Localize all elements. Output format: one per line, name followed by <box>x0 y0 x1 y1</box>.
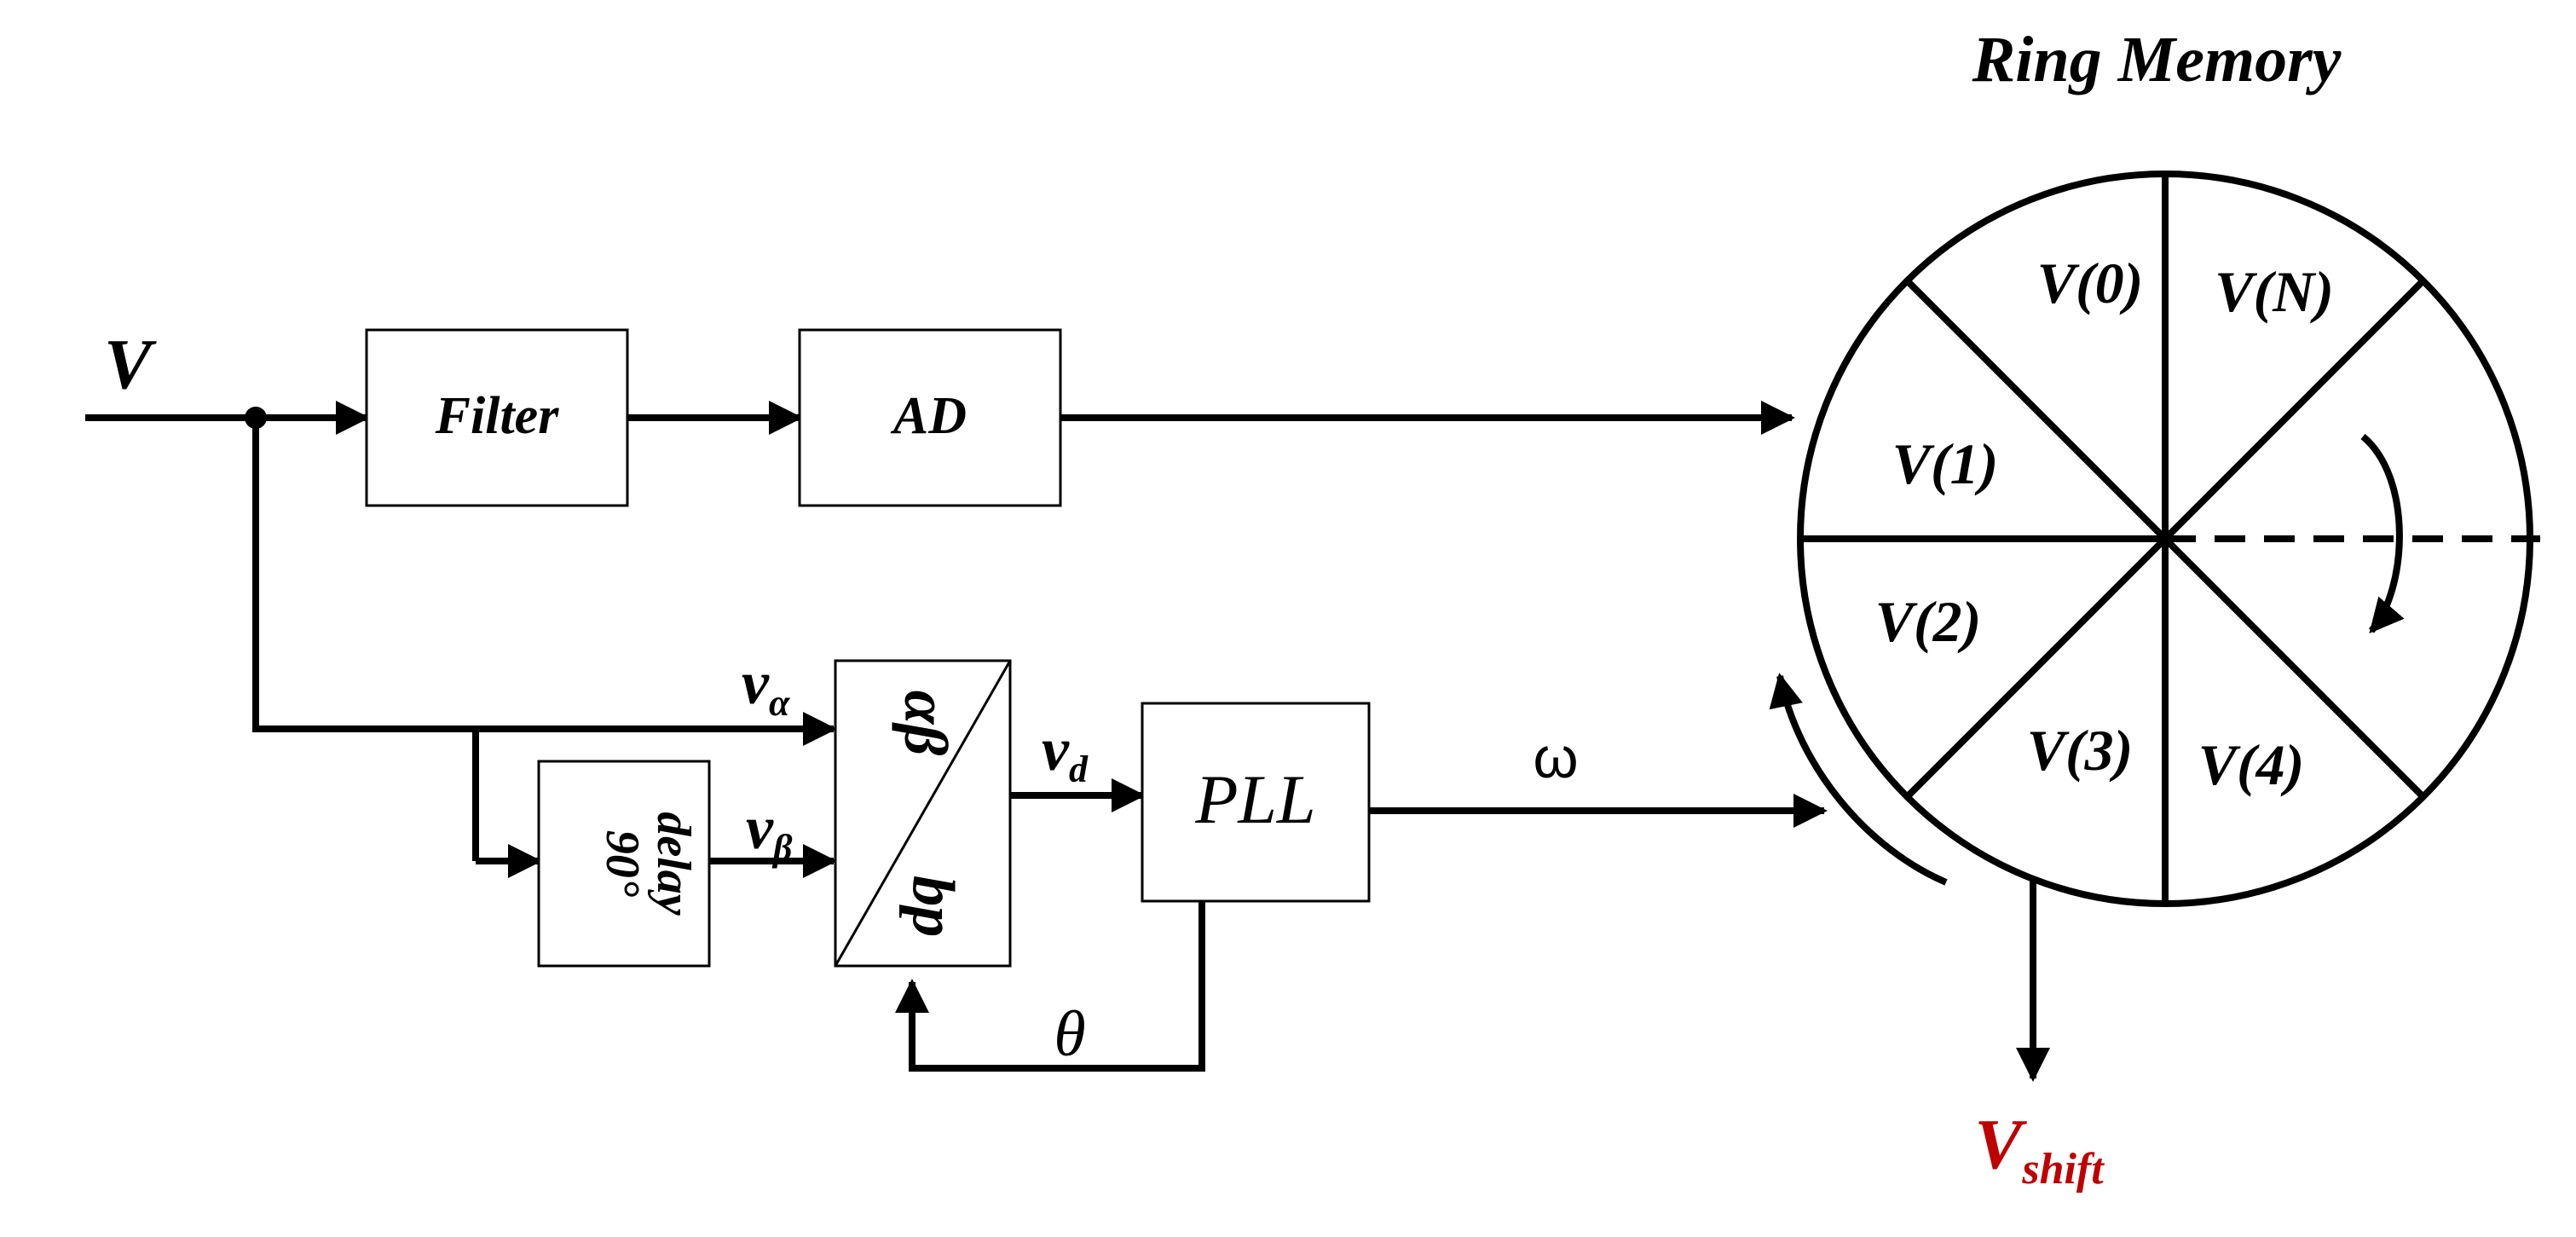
branch-line <box>252 418 476 732</box>
inner-rotation-arrow <box>2360 433 2405 634</box>
filter-label: Filter <box>435 387 560 445</box>
ring-divider-diagonal-2 <box>1904 278 2426 800</box>
filter-block <box>365 328 629 507</box>
transform-diagonal <box>834 660 1012 967</box>
ring-memory-title: Ring Memory <box>1972 24 2342 95</box>
omega-label: ω <box>1533 725 1578 790</box>
delay-label-word: delay <box>647 812 700 916</box>
segment-v1: V(1) <box>1892 431 1999 496</box>
segment-v4: V(4) <box>2198 732 2305 797</box>
segment-v3: V(3) <box>2027 718 2134 783</box>
theta-label: θ <box>1054 998 1085 1070</box>
ring-memory: V(0) V(N) V(1) V(2) V(3) V(4) <box>1797 171 2540 907</box>
v-d-label: vd <box>1042 715 1089 790</box>
transform-label-alphabeta: αβ <box>892 691 960 756</box>
output-label: Vshift <box>1974 1105 2105 1194</box>
transform-label-dq: dq <box>887 875 956 936</box>
pll-block <box>1141 702 1371 903</box>
segment-v0: V(0) <box>2037 251 2144 315</box>
pll-label: PLL <box>1194 760 1315 838</box>
segment-vn: V(N) <box>2215 259 2334 324</box>
delay-label-degree: 90° <box>596 830 649 898</box>
ad-label: AD <box>890 387 967 445</box>
input-label: V <box>104 325 157 404</box>
outer-rotation-arrow <box>1769 673 1948 886</box>
v-beta-label: vβ <box>746 794 793 869</box>
v-alpha-label: vα <box>742 649 790 724</box>
theta-feedback-line <box>895 901 1205 1072</box>
segment-v2: V(2) <box>1875 589 1982 654</box>
